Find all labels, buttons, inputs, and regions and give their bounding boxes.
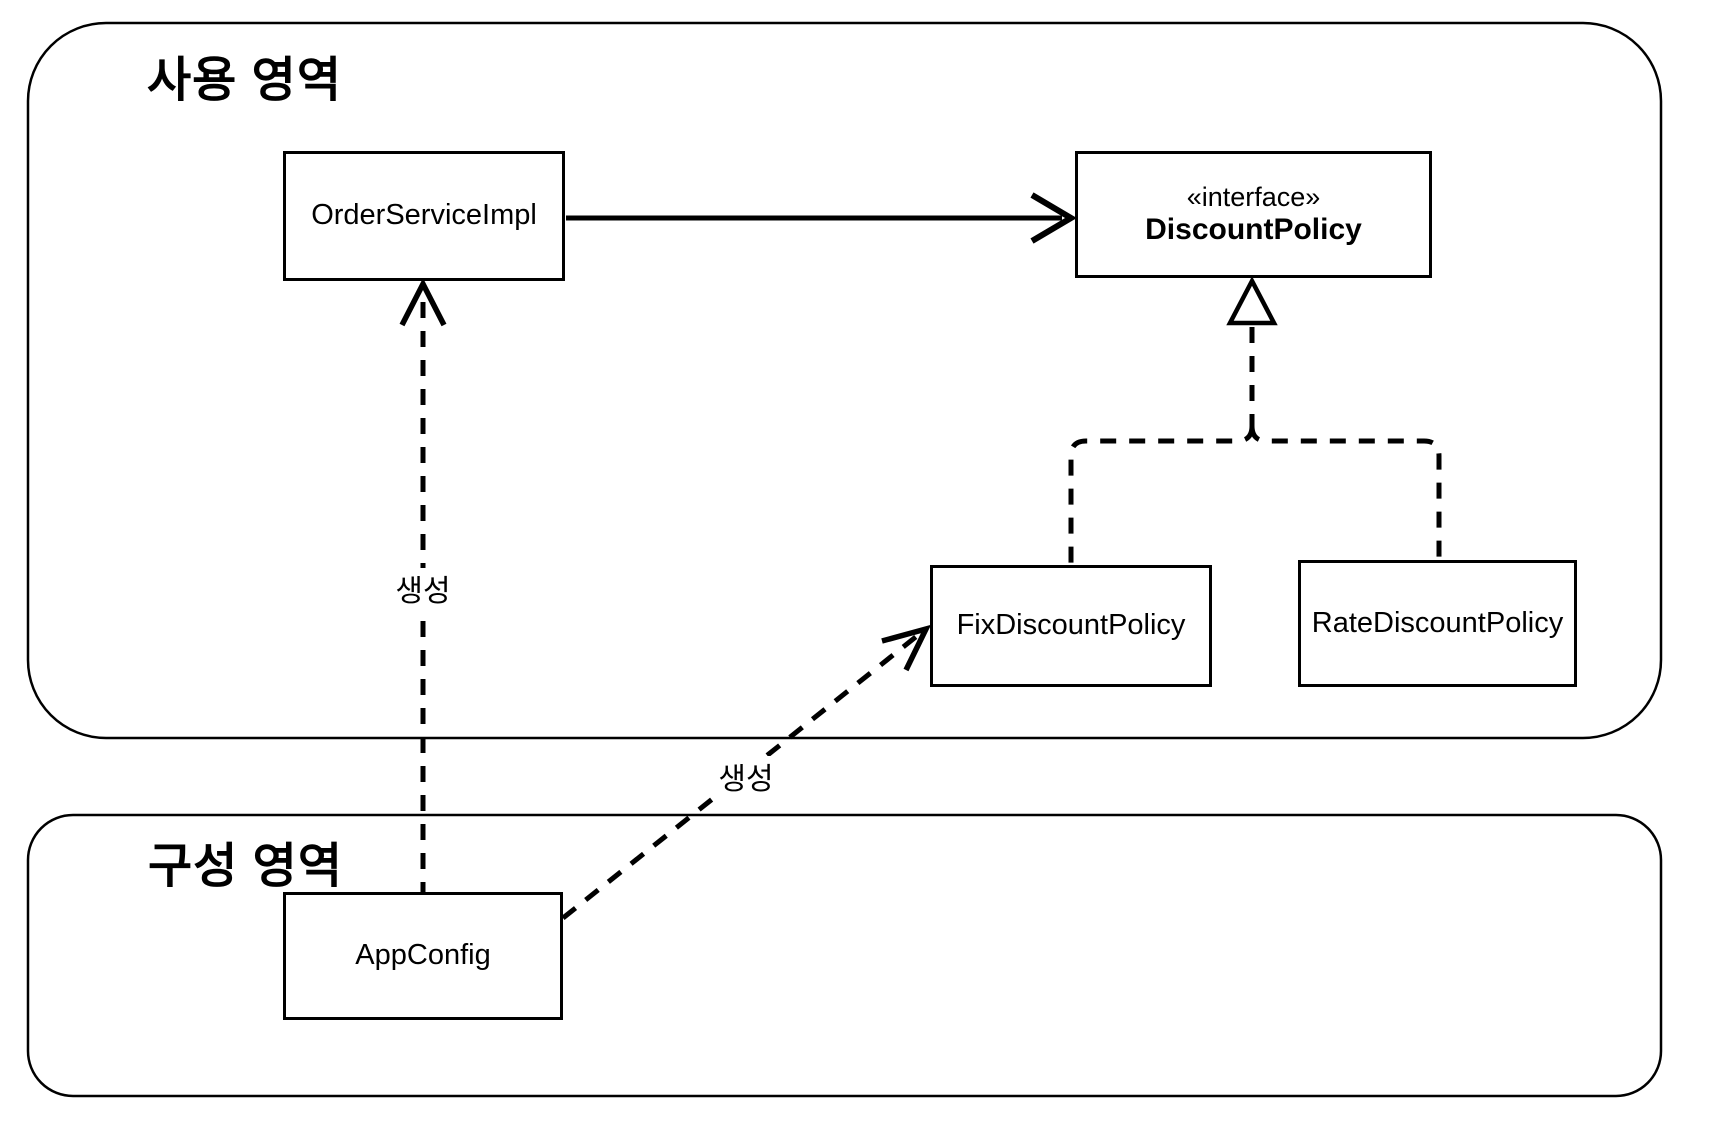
class-box-fixdiscountpolicy: FixDiscountPolicy: [930, 565, 1212, 687]
class-label-orderserviceimpl: OrderServiceImpl: [311, 199, 537, 232]
class-label-discountpolicy: DiscountPolicy: [1145, 212, 1362, 246]
class-label-appconfig: AppConfig: [355, 939, 491, 972]
realization-line-rate: [1249, 425, 1442, 558]
create-line-appconfig-to-fixdiscount: [561, 630, 924, 920]
class-box-ratediscountpolicy: RateDiscountPolicy: [1298, 560, 1577, 687]
config-region-title: 구성 영역: [148, 840, 343, 893]
interface-stereotype-label: «interface»: [1186, 181, 1321, 212]
edge-label-create-fixdiscount: 생성: [711, 756, 781, 796]
realization-triangle-icon: [1226, 276, 1278, 326]
usage-region-title: 사용 영역: [147, 54, 342, 107]
usage-region-outline: [26, 21, 1663, 740]
class-box-discountpolicy: «interface» DiscountPolicy: [1075, 151, 1432, 278]
class-label-ratediscountpolicy: RateDiscountPolicy: [1311, 606, 1564, 639]
open-arrowhead-up-icon: [399, 277, 447, 327]
realization-line-fix: [1068, 425, 1255, 563]
open-arrowhead-icon: [1030, 192, 1077, 244]
edge-label-create-orderservice: 생성: [388, 568, 458, 608]
config-region-outline: [26, 813, 1663, 1098]
open-arrowhead-diagonal-icon: [881, 624, 932, 672]
class-box-orderserviceimpl: OrderServiceImpl: [283, 151, 565, 281]
class-box-appconfig: AppConfig: [283, 892, 563, 1020]
class-label-fixdiscountpolicy: FixDiscountPolicy: [956, 609, 1186, 642]
